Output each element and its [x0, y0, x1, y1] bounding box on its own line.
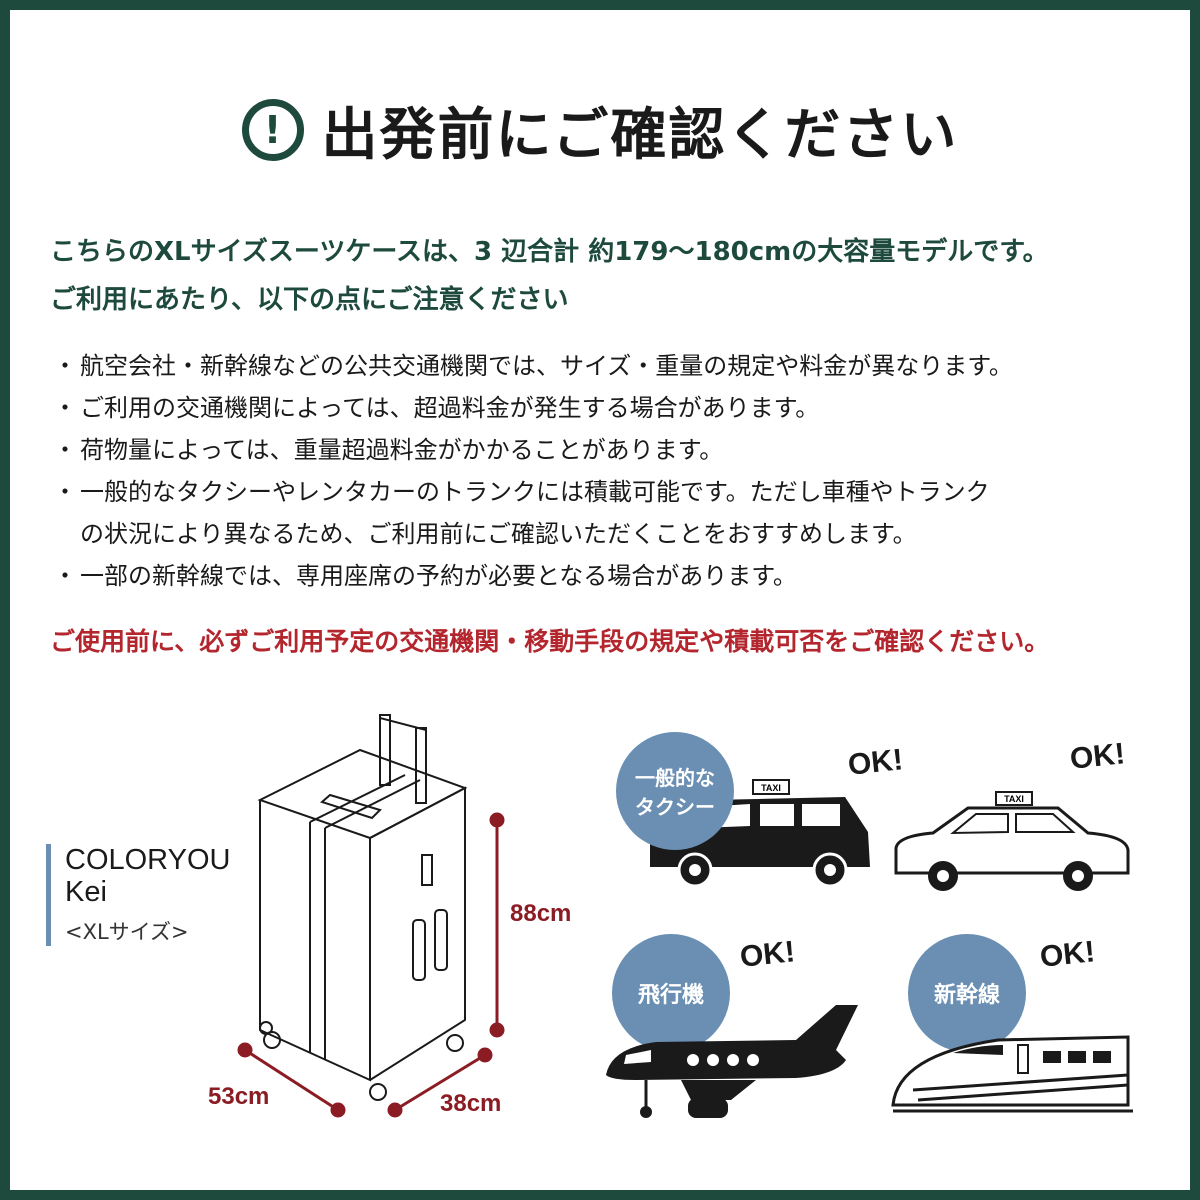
- title-row: ! 出発前にご確認ください: [10, 85, 1190, 175]
- bullet-mark: ・: [53, 394, 77, 422]
- plane-label: 飛行機: [637, 983, 704, 1008]
- list-item-text: 荷物量によっては、重量超過料金がかかることがあります。: [80, 436, 724, 464]
- airplane-icon: [606, 1005, 858, 1118]
- depth-dimension: 38cm: [440, 1090, 502, 1117]
- list-item-text: の状況により異なるため、ご利用前にご確認いただくことをおすすめします。: [80, 520, 917, 548]
- height-line-end: [489, 1022, 505, 1038]
- suitcase-icon: [257, 714, 468, 1101]
- product-model: Kei: [65, 876, 107, 908]
- page-frame: ! 出発前にご確認ください こちらのXLサイズスーツケースは、3 辺合計 約17…: [10, 10, 1190, 1190]
- ok-badge: OK!: [1068, 737, 1127, 776]
- bullet-mark: ・: [53, 436, 77, 464]
- width-line-end: [237, 1042, 253, 1058]
- depth-line-end: [387, 1102, 403, 1118]
- ok-badge: OK!: [846, 743, 905, 782]
- list-item: ・ 一般的なタクシーやレンタカーのトランクには積載可能です。ただし車種やトランク…: [50, 471, 1180, 555]
- taxi-label-circle: 一般的な タクシー: [616, 732, 734, 850]
- list-item-text: 航空会社・新幹線などの公共交通機関では、サイズ・重量の規定や料金が異なります。: [80, 352, 1013, 380]
- bullet-mark: ・: [53, 562, 77, 590]
- train-label: 新幹線: [933, 983, 1000, 1008]
- taxi-sign-text: TAXI: [1004, 794, 1024, 804]
- plane-label-circle: 飛行機: [612, 934, 730, 1052]
- product-label: COLORYOU Kei <XLサイズ>: [46, 844, 230, 946]
- taxi-label-line: 一般的な: [635, 766, 715, 790]
- page-title: 出発前にご確認ください: [321, 102, 959, 168]
- list-item-text: 一部の新幹線では、専用座席の予約が必要となる場合があります。: [80, 562, 797, 590]
- list-item-text: ご利用の交通機関によっては、超過料金が発生する場合があります。: [80, 394, 820, 422]
- list-item: ・ 一部の新幹線では、専用座席の予約が必要となる場合があります。: [50, 555, 1180, 597]
- taxi-label-line: タクシー: [635, 795, 715, 819]
- ok-badge: OK!: [738, 935, 797, 974]
- train-label-circle: 新幹線: [908, 934, 1026, 1052]
- width-line: [244, 1048, 339, 1112]
- white-taxi-icon: TAXI: [894, 791, 1130, 891]
- height-line-end: [489, 812, 505, 828]
- dimension-lines: [237, 812, 505, 1118]
- ok-badge: OK!: [1038, 935, 1097, 974]
- list-item-text: 一般的なタクシーやレンタカーのトランクには積載可能です。ただし車種やトランク: [80, 478, 990, 506]
- width-line-end: [330, 1102, 346, 1118]
- bullet-mark: ・: [53, 352, 77, 380]
- exclamation-circle-icon: !: [241, 99, 304, 161]
- product-size: <XLサイズ>: [65, 920, 189, 944]
- height-dimension: 88cm: [510, 900, 572, 927]
- list-item: ・ 荷物量によっては、重量超過料金がかかることがあります。: [50, 429, 1180, 471]
- intro-text: こちらのXLサイズスーツケースは、3 辺合計 約179〜180cmの大容量モデル…: [50, 228, 1180, 324]
- intro-line: こちらのXLサイズスーツケースは、3 辺合計 約179〜180cmの大容量モデル…: [50, 237, 1049, 267]
- depth-line: [394, 1053, 486, 1112]
- notice-list: ・ 航空会社・新幹線などの公共交通機関では、サイズ・重量の規定や料金が異なります…: [50, 345, 1180, 597]
- list-item: ・ ご利用の交通機関によっては、超過料金が発生する場合があります。: [50, 387, 1180, 429]
- shinkansen-icon: [891, 1035, 1133, 1113]
- width-dimension: 53cm: [208, 1083, 270, 1110]
- warning-text: ご使用前に、必ずご利用予定の交通機関・移動手段の規定や積載可否をご確認ください。: [50, 627, 1050, 656]
- list-item: ・ 航空会社・新幹線などの公共交通機関では、サイズ・重量の規定や料金が異なります…: [50, 345, 1180, 387]
- product-name: COLORYOU: [65, 844, 231, 876]
- intro-line: ご利用にあたり、以下の点にご注意ください: [50, 285, 569, 315]
- bullet-mark: ・: [53, 478, 77, 506]
- taxi-sign-text: TAXI: [761, 783, 781, 793]
- depth-line-end: [477, 1047, 493, 1063]
